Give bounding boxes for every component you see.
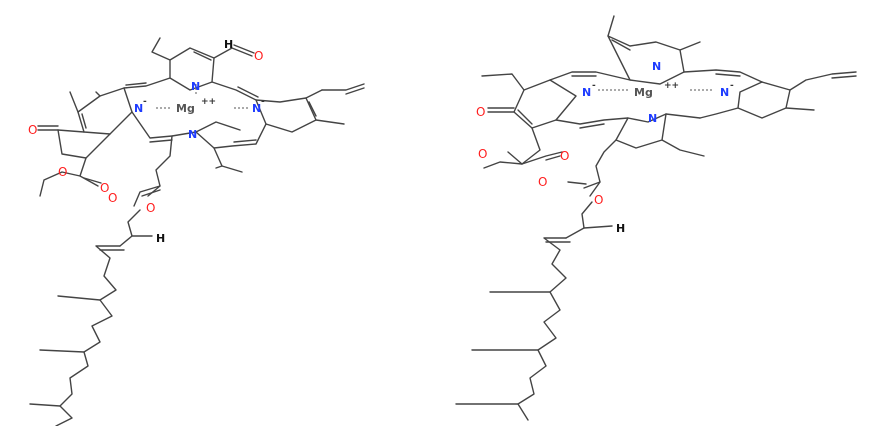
oxygen-ester1-carbonyl-label: O: [560, 149, 569, 163]
nitrogen-top-label: N: [652, 60, 661, 73]
magnesium-charge: ++: [201, 97, 216, 107]
porphyrin-bonds-right: [455, 15, 857, 421]
nitrogen-bottom-label: N: [648, 112, 657, 125]
oxygen-ester1-carbonyl-label: O: [100, 181, 109, 195]
magnesium-charge: ++: [664, 81, 679, 91]
oxygen-aldehyde-label: O: [254, 49, 263, 63]
oxygen-ester2-carbonyl-label: O: [538, 175, 547, 189]
oxygen-ester2-ether-label: O: [594, 193, 603, 207]
nitrogen-right-label: N: [720, 86, 729, 99]
nitrogen-right-charge: -: [261, 97, 265, 107]
nitrogen-left-label: N: [582, 86, 591, 99]
hydrogen-chain-label: H: [156, 232, 165, 245]
nitrogen-right-label: N: [252, 102, 261, 115]
oxygen-ester1-ether-label: O: [478, 147, 487, 161]
hydrogen-chain-label: H: [616, 222, 625, 235]
nitrogen-bottom-label: N: [188, 128, 197, 141]
porphyrin-bonds-left: [29, 37, 365, 427]
molecule-left: N N - Mg ++ N - N O H O O O O O H: [28, 37, 365, 427]
nitrogen-left-label: N: [134, 102, 143, 115]
nitrogen-right-charge: -: [730, 81, 734, 91]
molecule-right: N N - Mg ++ N - N O O O O O H: [455, 15, 857, 421]
nitrogen-left-charge: -: [143, 97, 147, 107]
magnesium-label: Mg: [634, 86, 653, 99]
nitrogen-left-charge: -: [592, 81, 596, 91]
magnesium-label: Mg: [176, 102, 195, 115]
oxygen-ester2-ether-label: O: [146, 201, 155, 215]
oxygen-ketone-label: O: [28, 123, 37, 137]
nitrogen-top-label: N: [191, 80, 200, 93]
oxygen-ester1-ether-label: O: [58, 165, 67, 179]
hydrogen-aldehyde-label: H: [224, 38, 233, 51]
oxygen-ester2-carbonyl-label: O: [108, 191, 117, 205]
oxygen-ketone-label: O: [476, 105, 485, 119]
